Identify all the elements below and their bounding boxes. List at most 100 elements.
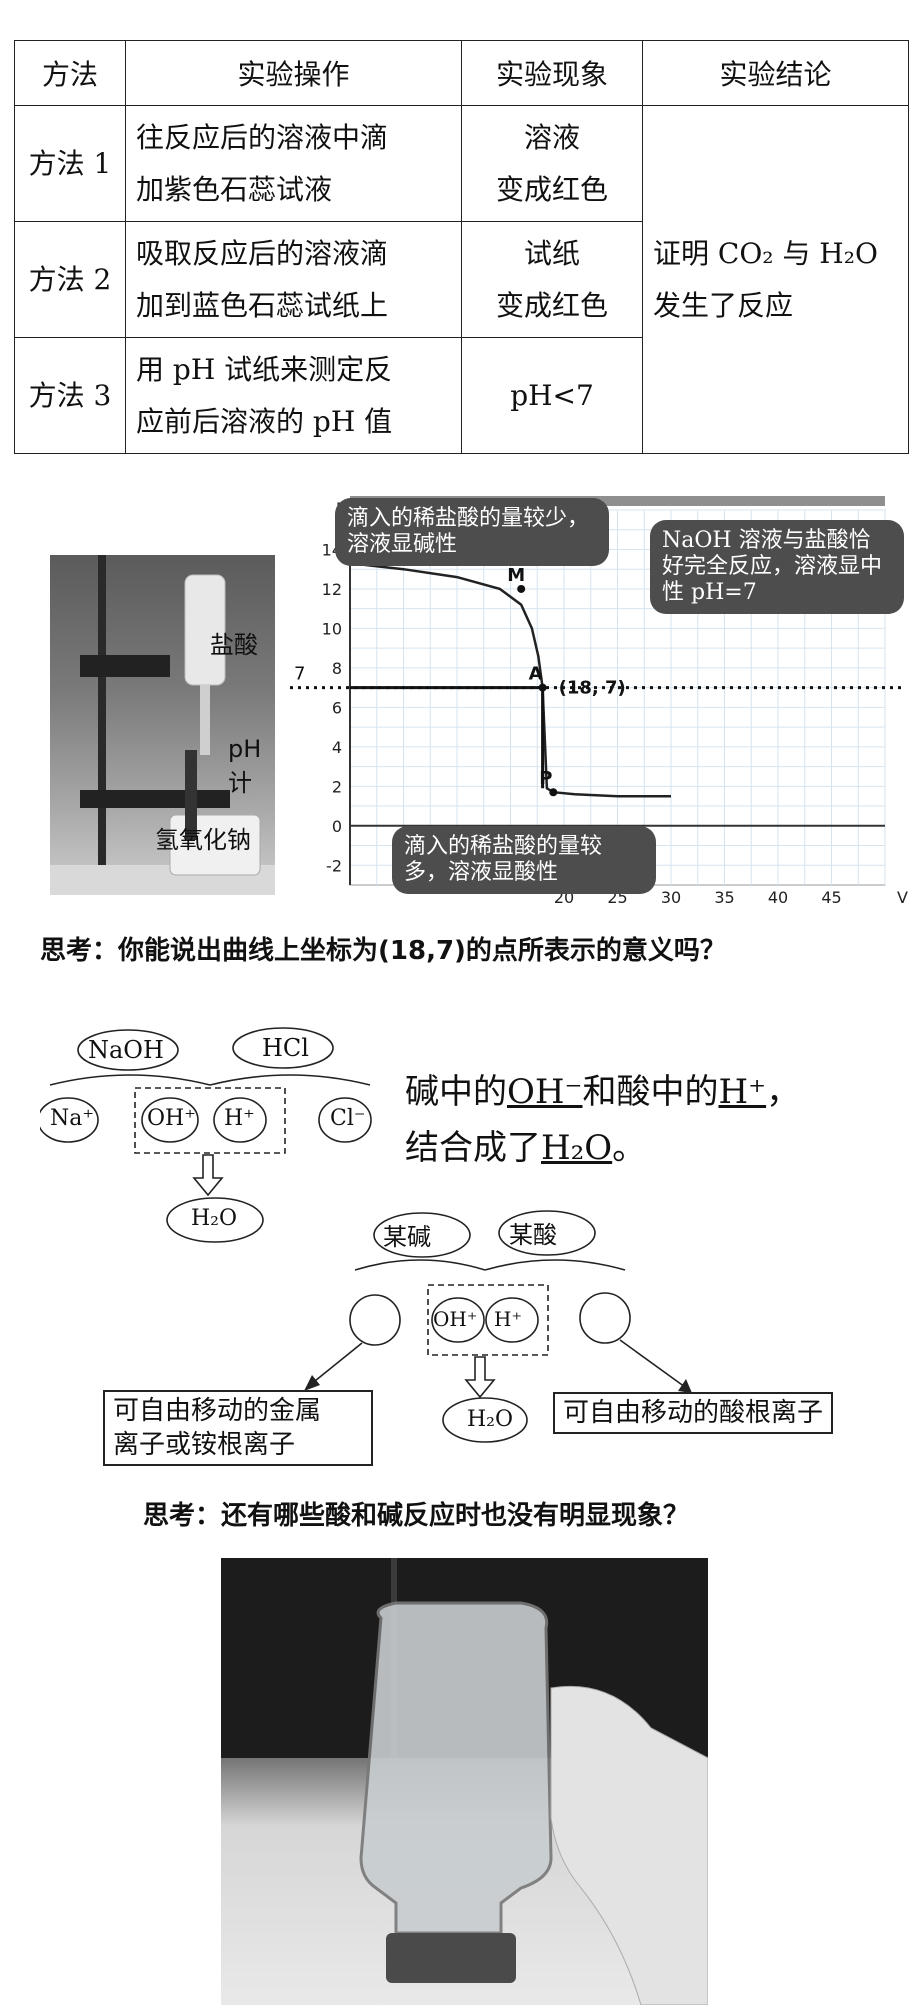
inverted-jar-photo — [221, 1558, 708, 2005]
method-cell: 方法 1 — [14, 105, 126, 222]
table-row: 方法 3 用 pH 试纸来测定反应前后溶液的 pH 值 pH<7 — [14, 337, 909, 454]
acid-label: 某酸 — [509, 1221, 557, 1249]
experiment-table: 方法 实验操作 实验现象 实验结论 方法 1 往反应后的溶液中滴加紫色石蕊试液 … — [14, 40, 909, 454]
explain-water: H₂O — [541, 1128, 613, 1168]
operation-line: 加紫色石蕊试液 — [136, 172, 333, 206]
base-ellipse — [373, 1212, 471, 1258]
neutralization-diagram-1 — [40, 1027, 372, 1243]
h-ellipse-2 — [485, 1297, 539, 1343]
label-sodium-hydroxide: 氢氧化钠 — [155, 826, 251, 854]
y-tick-label: 8 — [332, 659, 342, 678]
point-a — [538, 683, 547, 692]
explain-part: 和酸中的 — [582, 1072, 719, 1112]
titration-apparatus-photo: 盐酸 pH计 氢氧化钠 — [50, 555, 275, 895]
top-bar — [350, 496, 885, 506]
left-arrowhead — [304, 1375, 320, 1391]
acid-radical-circle — [579, 1292, 631, 1344]
y-tick-label: 0 — [332, 817, 342, 836]
apparatus-drawing — [50, 555, 275, 895]
reaction-box-2 — [427, 1284, 549, 1356]
water-label: H₂O — [191, 1206, 238, 1231]
header-phenomenon: 实验现象 — [461, 40, 643, 106]
hcl-label: HCl — [262, 1034, 309, 1062]
phenomenon-line: 变成红色 — [495, 288, 608, 322]
x-axis-letter: V — [897, 888, 908, 905]
operation-line: 加到蓝色石蕊试纸上 — [136, 288, 389, 322]
explanation-text: 碱中的OH⁻和酸中的H⁺， 结合成了H₂O。 — [405, 1064, 800, 1176]
conclusion-line: 发生了反应 — [653, 288, 794, 322]
h-ion-label: H⁺ — [224, 1106, 255, 1131]
down-arrow — [192, 1154, 224, 1197]
oh-ion-label: OH⁺ — [147, 1106, 196, 1131]
y-tick-label: 6 — [332, 698, 342, 717]
phenomenon-line: 变成红色 — [495, 172, 608, 206]
point-m — [517, 584, 526, 593]
h-ellipse — [213, 1097, 267, 1143]
hcl-ellipse — [232, 1027, 334, 1069]
x-tick-label: 30 — [661, 888, 681, 905]
y-tick-label: 12 — [322, 580, 342, 599]
explain-h: H⁺ — [718, 1072, 767, 1112]
right-arrowhead — [678, 1379, 692, 1393]
base-label: 某碱 — [383, 1223, 431, 1251]
metal-ion-box: 可自由移动的金属 离子或铵根离子 — [103, 1390, 373, 1466]
water-ellipse-2-wrap — [442, 1397, 528, 1443]
phenomenon-line: 溶液 — [523, 120, 580, 154]
x-tick-label: 35 — [714, 888, 734, 905]
operation-cell: 往反应后的溶液中滴加紫色石蕊试液 — [125, 105, 462, 222]
reaction-box — [134, 1087, 286, 1154]
down-arrow-2 — [464, 1356, 496, 1399]
y-tick-label: -2 — [326, 856, 342, 875]
point-label-a: A — [529, 664, 543, 685]
cl-ellipse — [318, 1097, 372, 1143]
point-label-m: M — [507, 565, 525, 586]
acid-brace — [484, 1259, 626, 1271]
method-cell: 方法 2 — [14, 221, 126, 338]
na-ion-label: Na⁺ — [50, 1106, 94, 1131]
metal-ion-line: 离子或铵根离子 — [113, 1430, 296, 1460]
explain-oh: OH⁻ — [507, 1072, 583, 1112]
water-ellipse — [166, 1197, 264, 1243]
water-ellipse-2 — [442, 1397, 528, 1443]
acid-ellipse — [498, 1210, 596, 1256]
bubble-basic: 滴入的稀盐酸的量较少，溶液显碱性 — [335, 498, 609, 566]
x-tick-label: 40 — [768, 888, 788, 905]
neutralization-diagram-2 — [304, 1210, 692, 1399]
phenomenon-cell: 试纸变成红色 — [461, 221, 643, 338]
phenomenon-cell: 溶液变成红色 — [461, 105, 643, 222]
think-question-2: 思考：还有哪些酸和碱反应时也没有明显现象？ — [143, 1501, 690, 1531]
label-ph-meter: pH计 — [228, 735, 262, 797]
header-operation: 实验操作 — [125, 40, 462, 106]
right-arrow-line — [619, 1339, 686, 1388]
table-header-row: 方法 实验操作 实验现象 实验结论 — [14, 40, 909, 106]
na-ellipse — [40, 1097, 99, 1143]
y-tick-label: 4 — [332, 738, 342, 757]
operation-cell: 吸取反应后的溶液滴加到蓝色石蕊试纸上 — [125, 221, 462, 338]
naoh-ellipse — [77, 1029, 179, 1071]
seven-label: 7 — [294, 664, 305, 685]
bubble-acidic: 滴入的稀盐酸的量较多，溶液显酸性 — [392, 826, 656, 894]
acid-radical-box: 可自由移动的酸根离子 — [553, 1392, 834, 1434]
metal-ion-line: 可自由移动的金属 — [113, 1396, 322, 1426]
x-tick-label: 45 — [821, 888, 841, 905]
explain-part: 结合成了 — [405, 1128, 541, 1168]
ph-curve — [349, 562, 671, 798]
explain-part: ， — [766, 1072, 801, 1112]
phenomenon-cell: pH<7 — [461, 337, 643, 454]
table-row: 方法 1 往反应后的溶液中滴加紫色石蕊试液 溶液变成红色 证明 CO₂ 与 H₂… — [14, 105, 909, 454]
left-arrow-line — [309, 1342, 363, 1386]
oh-ion-label-2: OH⁺ — [433, 1307, 478, 1331]
bubble-neutral: NaOH 溶液与盐酸恰好完全反应，溶液显中性 pH=7 — [650, 520, 904, 614]
point-a-coordinate: (18, 7) — [559, 678, 626, 699]
naoh-label: NaOH — [88, 1036, 164, 1064]
y-tick-label: 10 — [322, 619, 342, 638]
hcl-brace — [209, 1074, 371, 1086]
conclusion-line: 证明 CO₂ 与 H₂O — [653, 236, 878, 270]
oh-ellipse-2 — [431, 1297, 485, 1343]
phenomenon-line: 试纸 — [523, 236, 580, 270]
point-label-p: P — [539, 768, 552, 789]
table-row: 方法 2 吸取反应后的溶液滴加到蓝色石蕊试纸上 试纸变成红色 — [14, 221, 909, 338]
metal-ion-circle — [349, 1294, 401, 1346]
naoh-brace — [49, 1074, 211, 1086]
header-conclusion: 实验结论 — [642, 40, 909, 106]
